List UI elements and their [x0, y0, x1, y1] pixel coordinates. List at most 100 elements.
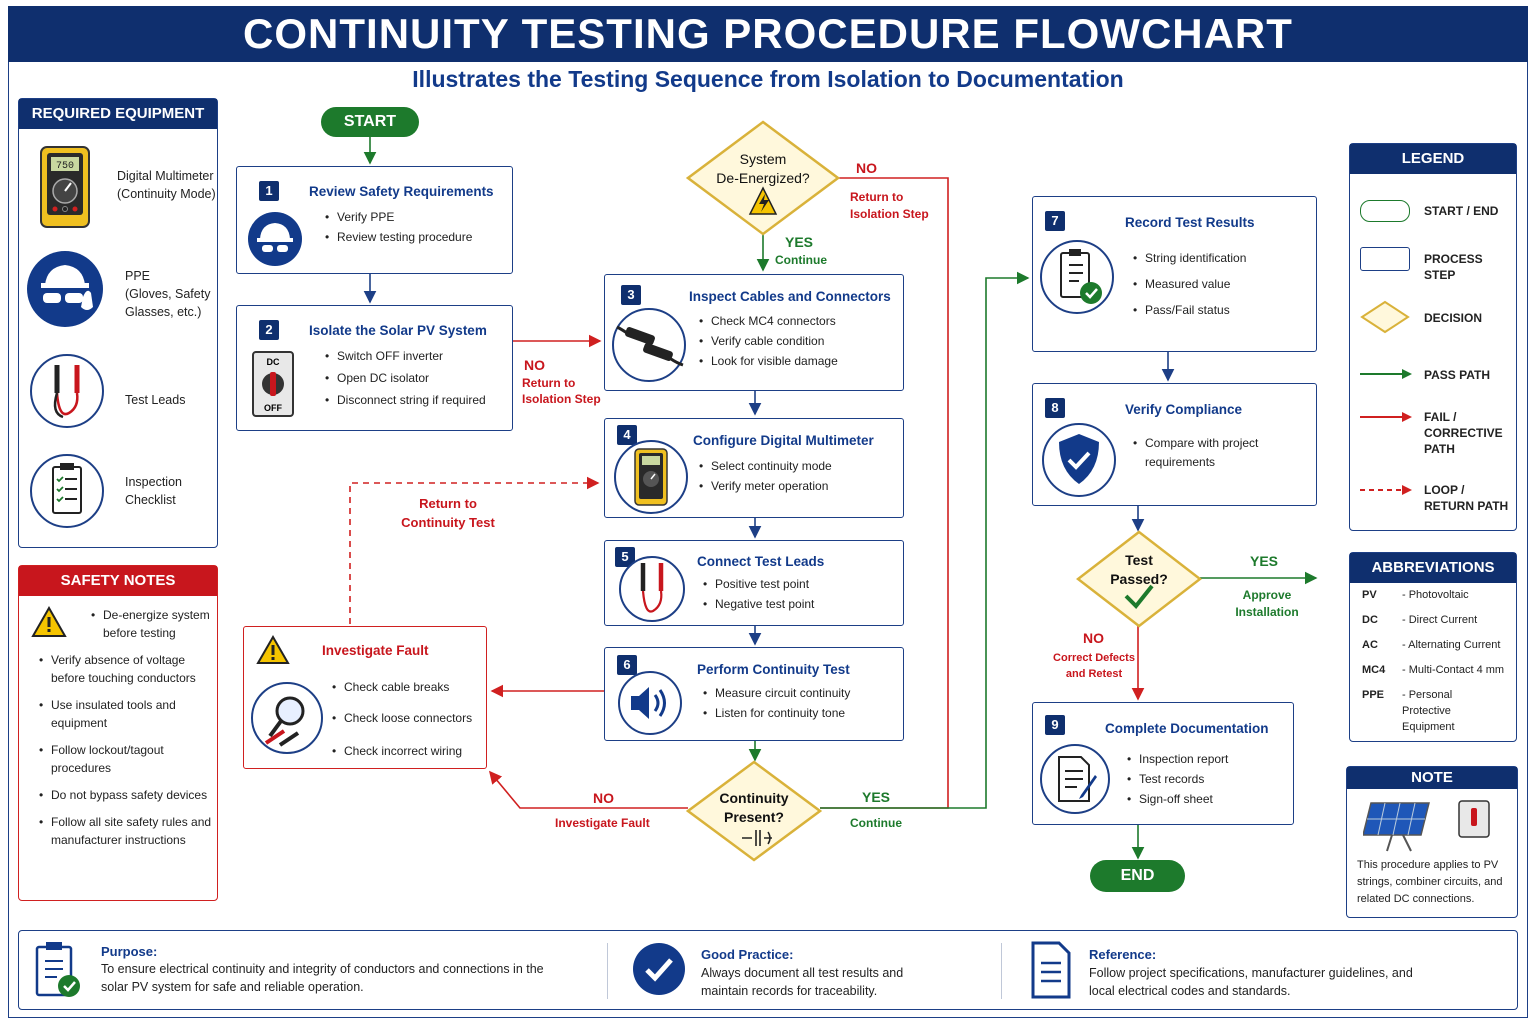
step-number: 5 — [615, 547, 635, 567]
step-5-box: 5 Connect Test Leads Positive test point… — [604, 540, 904, 626]
isolation-no-label: NO — [524, 357, 545, 373]
decision-test-passed — [1076, 530, 1202, 628]
loop-return-label: Return to Continuity Test — [401, 496, 495, 530]
step-7-box: 7 Record Test Results String identificat… — [1032, 196, 1317, 352]
warning-icon — [256, 635, 290, 664]
abbr-row: PV- Photovoltaic — [1362, 589, 1469, 601]
abbreviations-heading: ABBREVIATIONS — [1350, 553, 1516, 583]
multimeter-icon — [614, 440, 688, 514]
step-title: Configure Digital Multimeter — [693, 433, 874, 448]
reference-label: Reference: — [1089, 947, 1157, 962]
step-number: 2 — [259, 320, 279, 340]
continuity-yes-label: YES — [862, 789, 891, 805]
step-items: Measure circuit continuity Listen for co… — [701, 683, 850, 723]
decision-test-passed-text: Test Passed? — [1110, 552, 1168, 587]
investigate-fault-box: Investigate Fault Check cable breaks Che… — [243, 626, 487, 769]
equipment-item-test-leads: Test Leads — [30, 353, 221, 433]
document-icon — [1031, 941, 1071, 999]
legend-fail-arrow — [1360, 412, 1412, 422]
purpose-text: To ensure electrical continuity and inte… — [101, 962, 544, 994]
step-title: Record Test Results — [1125, 215, 1255, 230]
safety-notes-list: De-energize system before testing Verify… — [37, 606, 217, 858]
hard-hat-icon — [248, 212, 302, 266]
equipment-item-checklist: Inspection Checklist — [30, 453, 221, 533]
step-3-box: 3 Inspect Cables and Connectors Check MC… — [604, 274, 904, 391]
continuity-yes-sub: Continue — [850, 816, 902, 830]
safety-note: Follow all site safety rules and manufac… — [37, 813, 217, 849]
good-practice-label: Good Practice: — [701, 947, 794, 962]
step-2-box: 2 Isolate the Solar PV System DC OFF Swi… — [236, 305, 513, 431]
deenergized-yes-sub: Continue — [775, 253, 827, 267]
legend-pass-arrow — [1360, 369, 1412, 379]
decision-continuity — [686, 760, 822, 862]
legend-decision-swatch — [1360, 300, 1410, 334]
continuity-symbol-icon — [742, 830, 772, 846]
equipment-ppe-label: PPE (Gloves, Safety Glasses, etc.) — [125, 269, 211, 319]
safety-note: Follow lockout/tagout procedures — [37, 741, 217, 777]
step-items: Compare with project requirements — [1131, 434, 1285, 472]
footer-panel: Purpose: To ensure electrical continuity… — [18, 930, 1518, 1010]
step-number: 6 — [617, 655, 637, 675]
equipment-item-multimeter: 750 Digital Multimeter (Continuity Mode) — [31, 139, 221, 228]
shield-check-icon — [1042, 423, 1116, 497]
step-title: Verify Compliance — [1125, 402, 1243, 417]
clipboard-check-icon — [35, 942, 80, 997]
equipment-multimeter-label: Digital Multimeter (Continuity Mode) — [117, 169, 216, 201]
step-title: Connect Test Leads — [697, 554, 825, 569]
step-items: Verify PPE Review testing procedure — [323, 207, 472, 247]
step-number: 7 — [1045, 211, 1065, 231]
reference-text: Follow project specifications, manufactu… — [1089, 966, 1413, 998]
checklist-icon — [30, 454, 104, 528]
step-6-box: 6 Perform Continuity Test Measure circui… — [604, 647, 904, 741]
step-number: 8 — [1045, 398, 1065, 418]
abbr-row: AC- Alternating Current — [1362, 639, 1501, 651]
step-number: 3 — [621, 285, 641, 305]
deenergized-no-label: NO — [856, 160, 877, 176]
step-title: Review Safety Requirements — [309, 184, 494, 199]
safety-notes-heading: SAFETY NOTES — [19, 566, 217, 596]
step-title: Complete Documentation — [1105, 721, 1269, 736]
test-leads-icon — [619, 556, 685, 622]
step-items: String identification Measured value Pas… — [1131, 245, 1246, 323]
step-title: Inspect Cables and Connectors — [689, 289, 891, 304]
isolator-top-label: DC — [267, 357, 280, 367]
check-circle-icon — [633, 943, 685, 995]
legend-loop-path: LOOP / RETURN PATH — [1360, 482, 1510, 513]
purpose-label: Purpose: — [101, 944, 158, 959]
fault-items: Check cable breaks Check loose connector… — [330, 671, 472, 769]
step-title: Perform Continuity Test — [697, 662, 850, 677]
decision-deenergized-text: System De-Energized? — [716, 151, 810, 186]
good-practice-text: Always document all test results and mai… — [701, 966, 904, 998]
safety-note: Use insulated tools and equipment — [37, 696, 217, 732]
step-items: Select continuity mode Verify meter oper… — [697, 456, 832, 496]
fault-title: Investigate Fault — [322, 643, 429, 658]
legend-start-end-swatch — [1360, 200, 1410, 222]
step-number: 1 — [259, 181, 279, 201]
isolation-no-sub: Return to Isolation Step — [522, 376, 601, 406]
safety-note: Do not bypass safety devices — [37, 786, 217, 804]
step-8-box: 8 Verify Compliance Compare with project… — [1032, 383, 1317, 506]
mc4-connector-icon — [612, 308, 686, 382]
legend-decision: DECISION — [1360, 300, 1510, 334]
legend-pass-path: PASS PATH — [1360, 362, 1510, 392]
solar-panel-icon — [1363, 802, 1430, 852]
page-subtitle: Illustrates the Testing Sequence from Is… — [412, 66, 1124, 92]
abbr-row: PPE- Personal Protective Equipment — [1362, 689, 1455, 733]
step-items: Check MC4 connectors Verify cable condit… — [697, 311, 838, 371]
start-terminal: START — [321, 107, 419, 137]
legend-fail-path: FAIL / CORRECTIVE PATH — [1360, 409, 1510, 456]
abbr-row: MC4- Multi-Contact 4 mm — [1362, 664, 1505, 676]
step-9-box: 9 Complete Documentation Inspection repo… — [1032, 702, 1294, 825]
isolator-bottom-label: OFF — [264, 403, 282, 413]
legend-process-swatch — [1360, 247, 1410, 271]
legend-panel: LEGEND START / END PROCESS STEP DECISION… — [1349, 143, 1517, 531]
step-items: Inspection report Test records Sign-off … — [1125, 749, 1228, 809]
step-1-box: 1 Review Safety Requirements Verify PPE … — [236, 166, 513, 274]
legend-start-end: START / END — [1360, 198, 1510, 228]
speaker-icon — [618, 671, 682, 735]
multimeter-icon: 750 — [40, 146, 90, 228]
note-panel: NOTE This procedure applies to PV string… — [1346, 766, 1518, 918]
legend-process-step: PROCESS STEP — [1360, 245, 1510, 282]
equipment-item-ppe: PPE (Gloves, Safety Glasses, etc.) — [27, 249, 221, 329]
clipboard-check-icon — [1040, 240, 1114, 314]
